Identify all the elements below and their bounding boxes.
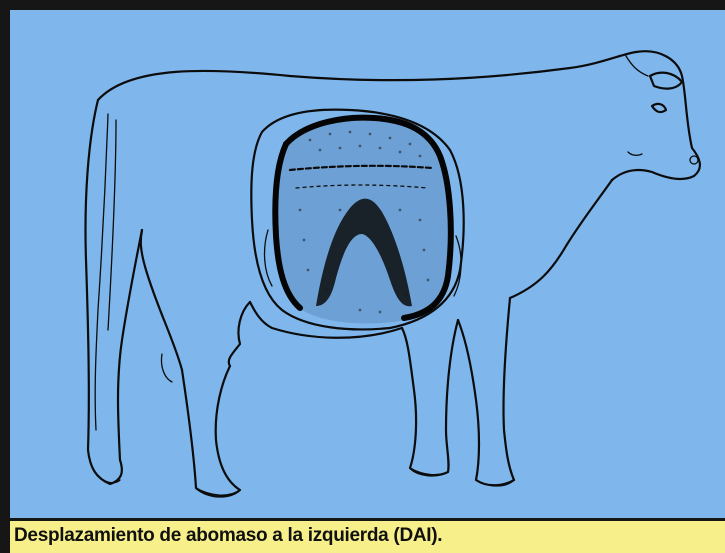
- caption-bar: Desplazamiento de abomaso a la izquierda…: [10, 521, 725, 553]
- cow-illustration: [10, 10, 725, 518]
- abomasum-illustration: [251, 110, 463, 330]
- figure-caption: Desplazamiento de abomaso a la izquierda…: [14, 525, 442, 546]
- cow-drawing: [10, 10, 725, 518]
